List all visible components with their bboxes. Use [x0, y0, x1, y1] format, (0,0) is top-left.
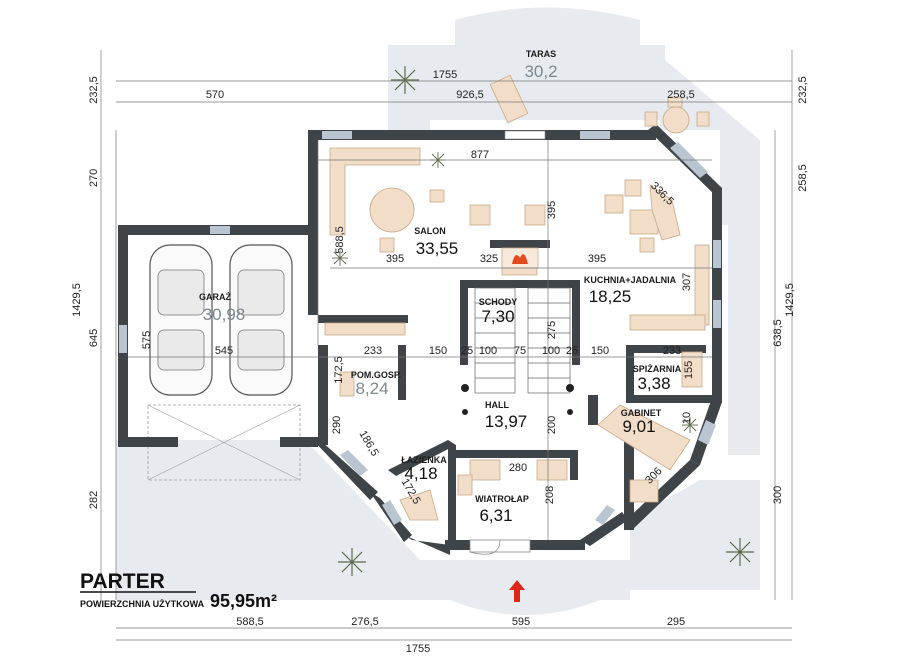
car-left-icon: [149, 244, 213, 396]
dim-top-mid: 926,5: [456, 89, 484, 101]
dim-right-3: 638,5: [772, 319, 784, 347]
dim-150-a: 150: [429, 345, 447, 357]
room-pomgosp-area: 8,24: [355, 379, 388, 398]
room-lazienka-area: 4,18: [404, 464, 437, 483]
furniture: [324, 147, 710, 521]
dim-877: 877: [471, 149, 489, 161]
room-kuchnia-area: 18,25: [589, 287, 632, 306]
room-wiatrolap-name: WIATROŁAP: [475, 494, 529, 504]
usable-area-value: 95,95m²: [210, 591, 277, 611]
dim-395-a: 395: [386, 253, 404, 265]
terrace-door: [504, 130, 546, 140]
entrance-arc: [450, 600, 600, 615]
entrance-pavement: [455, 560, 630, 600]
planter-left: [315, 500, 385, 590]
dim-545: 545: [215, 345, 233, 357]
room-labels: TARAS 30,2 SALON 33,55 GARAŻ 30,98 KUCHN…: [199, 49, 682, 525]
dim-left-3: 645: [88, 329, 100, 347]
room-gabinet-area: 9,01: [622, 417, 655, 436]
plan-title: PARTER: [80, 570, 165, 593]
room-taras-area: 30,2: [524, 62, 557, 81]
dim-307: 307: [681, 273, 693, 291]
dim-200: 200: [546, 416, 558, 434]
dim-left-2: 270: [88, 169, 100, 187]
room-lazienka-name: ŁAZIENKA: [401, 455, 447, 465]
outer-dimensions: 1755 570 926,5 258,5 588,5 276,5 595 295…: [71, 69, 809, 655]
windows: [119, 131, 721, 525]
terrace-area: [430, 45, 760, 455]
dim-208: 208: [544, 486, 556, 504]
planter-right: [690, 500, 760, 590]
entrance-arrow-icon: [509, 580, 525, 602]
room-salon-name: SALON: [414, 226, 446, 236]
dim-155: 155: [683, 361, 695, 379]
dim-left-total: 1429,5: [71, 283, 83, 317]
room-spizarnia-name: SPIŻARNIA: [633, 364, 682, 374]
room-salon-area: 33,55: [416, 239, 459, 258]
room-pomgosp-name: POM.GOSP.: [351, 370, 401, 380]
room-schody-area: 7,30: [481, 307, 514, 326]
dim-172-5: 172,5: [333, 356, 345, 384]
stairs: [474, 287, 571, 394]
car-right-icon: [229, 244, 293, 396]
dim-bottom-2: 276,5: [351, 616, 379, 628]
dim-575: 575: [141, 331, 153, 349]
dim-75: 75: [514, 345, 526, 357]
room-spizarnia-area: 3,38: [637, 374, 670, 393]
dim-395-c: 395: [546, 201, 558, 219]
room-garaz-area: 30,98: [203, 305, 246, 324]
dim-right-1: 232,5: [797, 76, 809, 104]
dim-left-1: 232,5: [88, 76, 100, 104]
room-taras-name: TARAS: [526, 49, 556, 59]
dim-bottom-4: 295: [667, 616, 685, 628]
dim-bottom-1: 588,5: [236, 616, 264, 628]
dim-275: 275: [546, 321, 558, 339]
dim-25-a: 25: [461, 345, 473, 357]
dim-top-total: 1755: [433, 69, 457, 81]
dim-right-2: 258,5: [797, 164, 809, 192]
dim-233-b: 233: [663, 345, 681, 357]
room-garaz-name: GARAŻ: [199, 292, 231, 302]
usable-area-label: POWIERZCHNIA UŻYTKOWA: [80, 599, 205, 609]
room-wiatrolap-area: 6,31: [479, 506, 512, 525]
room-gabinet-name: GABINET: [621, 408, 662, 418]
dim-100-b: 100: [542, 345, 560, 357]
dim-186-5: 186,5: [357, 429, 381, 459]
dim-right-4: 300: [772, 486, 784, 504]
dim-right-total: 1429,5: [784, 283, 796, 317]
dim-top-left: 570: [206, 89, 224, 101]
dim-left-4: 282: [88, 491, 100, 509]
dim-395-b: 395: [588, 253, 606, 265]
garage-door-diag-2: [147, 404, 301, 481]
inner-dimension-lines: [128, 140, 712, 540]
fireplace-icon: [501, 247, 539, 269]
dim-280: 280: [509, 462, 527, 474]
dim-233-a: 233: [364, 345, 382, 357]
dim-bottom-3: 595: [512, 616, 530, 628]
dim-150-b: 150: [591, 345, 609, 357]
dim-290: 290: [331, 416, 343, 434]
dim-10: 10: [681, 412, 693, 424]
entrance-door-swing: [469, 539, 501, 555]
room-hall-name: HALL: [485, 400, 509, 410]
dim-25-b: 25: [566, 345, 578, 357]
dim-100-a: 100: [479, 345, 497, 357]
hall-columns: [461, 384, 574, 415]
dim-325: 325: [480, 253, 498, 265]
dim-588-5: 588,5: [334, 226, 346, 254]
room-hall-area: 13,97: [485, 412, 528, 431]
room-schody-name: SCHODY: [479, 297, 518, 307]
dim-top-right: 258,5: [667, 89, 695, 101]
dim-bottom-total: 1755: [406, 643, 430, 655]
terrace-left-pier: [388, 45, 430, 130]
room-kuchnia-name: KUCHNIA+JADALNIA: [584, 275, 677, 285]
outer-dimension-lines: [100, 50, 793, 641]
